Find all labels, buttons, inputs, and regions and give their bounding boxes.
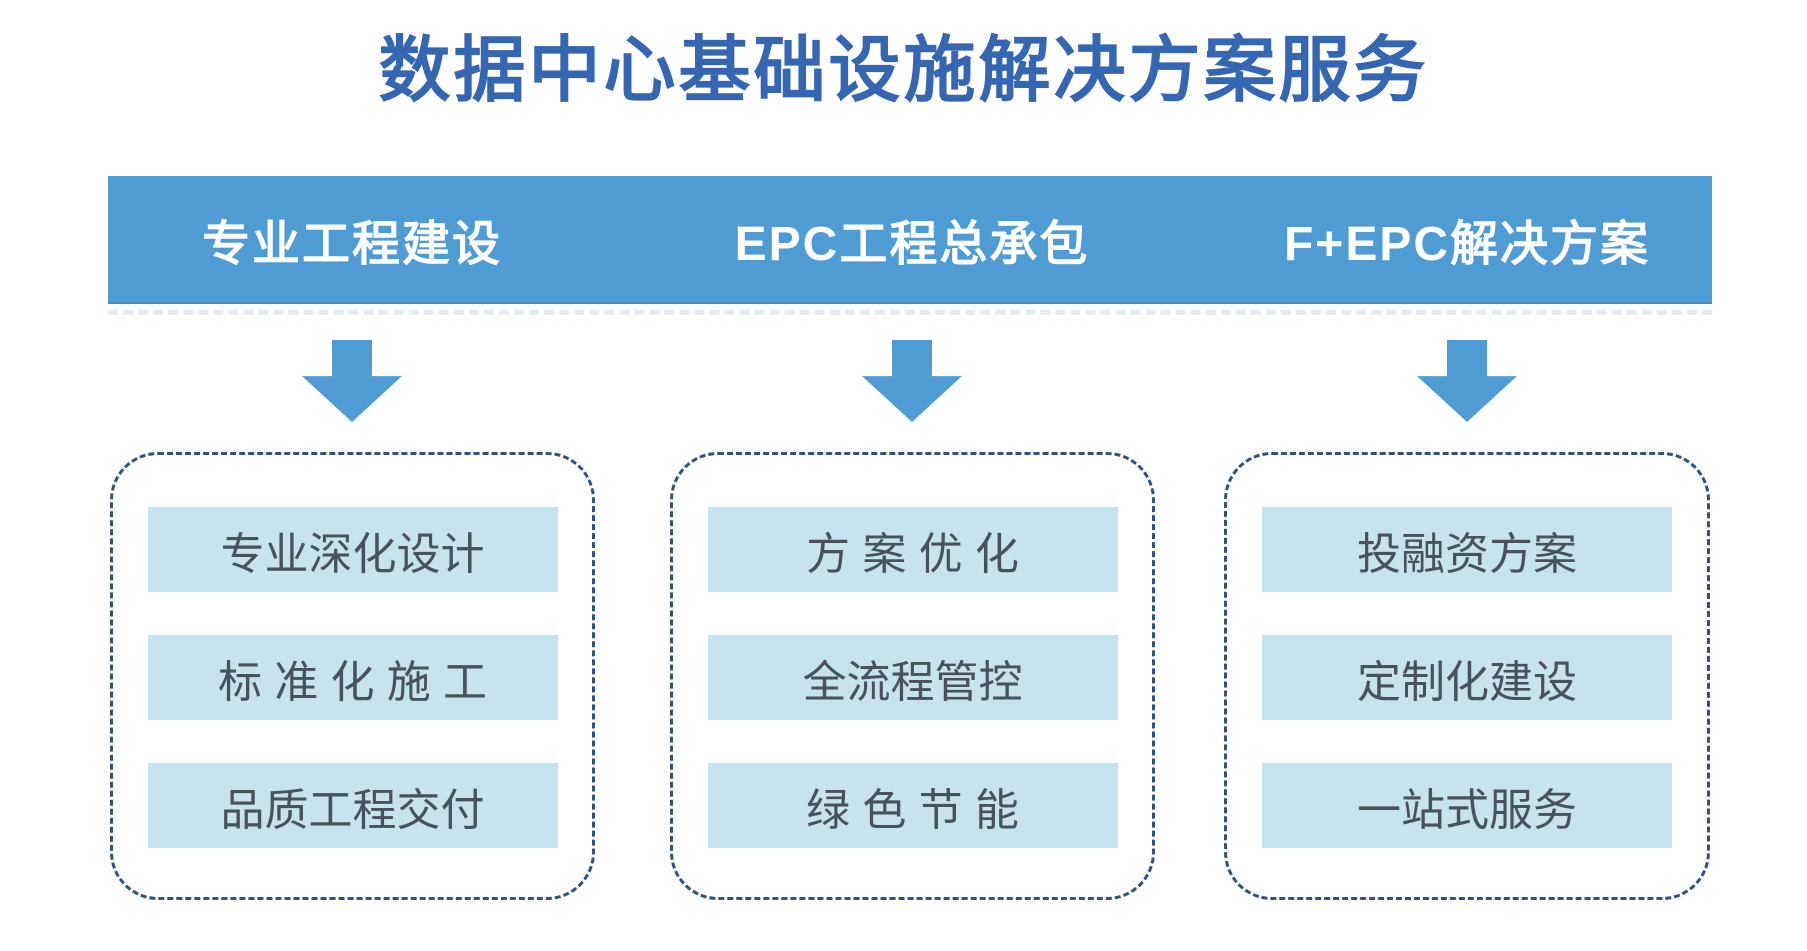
panel-epc-contracting: 方 案 优 化 全流程管控 绿 色 节 能 (670, 452, 1155, 900)
item-box: 专业深化设计 (147, 507, 558, 592)
down-arrow-icon (302, 340, 402, 422)
item-box: 标 准 化 施 工 (147, 635, 558, 720)
header-label-f-epc-solution: F+EPC解决方案 (1283, 218, 1651, 271)
item-box: 定制化建设 (1262, 635, 1672, 720)
page-title: 数据中心基础设施解决方案服务 (378, 31, 1429, 111)
item-box: 品质工程交付 (147, 763, 558, 848)
down-arrow-icon (862, 340, 962, 422)
header-bar: 专业工程建设 EPC工程总承包 F+EPC解决方案 (108, 176, 1712, 304)
header-bar-dashed-underline (108, 310, 1712, 315)
down-arrow-icon (1417, 340, 1517, 422)
header-label-professional-construction: 专业工程建设 (201, 218, 503, 271)
item-box: 绿 色 节 能 (707, 763, 1118, 848)
panel-professional-construction: 专业深化设计 标 准 化 施 工 品质工程交付 (110, 452, 595, 900)
item-box: 投融资方案 (1262, 507, 1672, 592)
item-box: 方 案 优 化 (707, 507, 1118, 592)
item-box: 一站式服务 (1262, 763, 1672, 848)
panel-f-epc-solution: 投融资方案 定制化建设 一站式服务 (1224, 452, 1710, 900)
header-label-epc-contracting: EPC工程总承包 (734, 218, 1090, 271)
item-box: 全流程管控 (707, 635, 1118, 720)
